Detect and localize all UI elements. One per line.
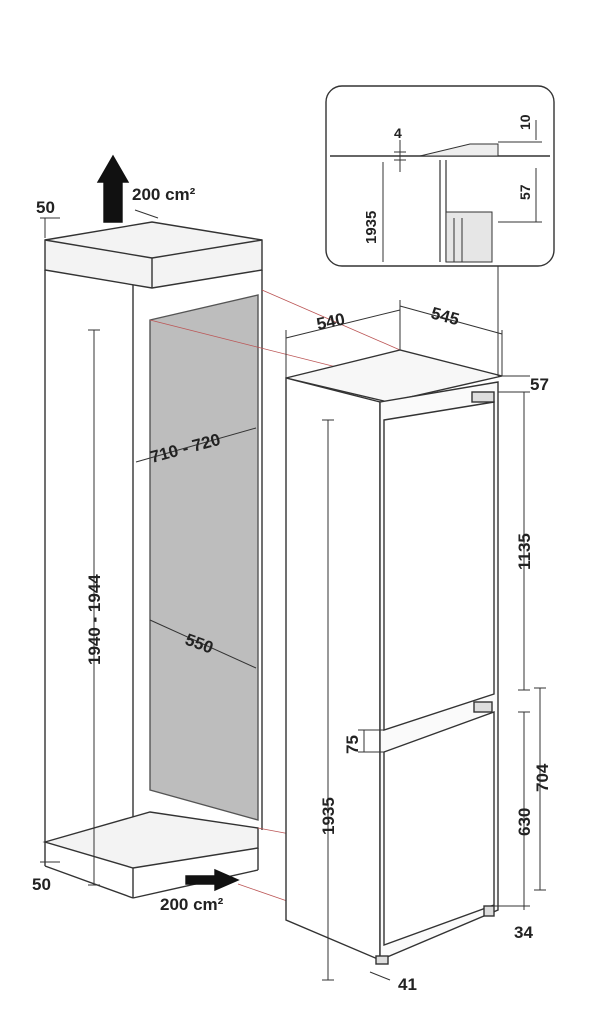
appliance-upper-door-label: 1135 <box>515 533 534 570</box>
niche-vent-bottom-label: 200 cm² <box>160 895 224 914</box>
niche-side-gap-bottom-label: 50 <box>32 875 51 894</box>
detail-height-label: 1935 <box>363 211 380 244</box>
niche-cabinet <box>42 154 263 899</box>
appliance-dimensions <box>285 262 546 981</box>
niche-height-label: 1940 - 1944 <box>85 574 104 665</box>
detail-gap-right-label: 10 <box>517 114 533 130</box>
detail-inset <box>325 85 555 267</box>
detail-gap-top-label: 4 <box>394 125 402 141</box>
appliance-foot-label: 34 <box>514 923 533 942</box>
appliance-total-height-label: 1935 <box>319 797 338 835</box>
niche-dimensions <box>40 209 401 903</box>
appliance-width-label: 545 <box>429 304 461 330</box>
appliance-body <box>285 349 503 965</box>
niche-side-gap-top-label: 50 <box>36 198 55 217</box>
detail-offset-label: 57 <box>517 184 533 200</box>
appliance-gap-label: 75 <box>343 735 362 754</box>
appliance-depth-label: 540 <box>315 309 347 333</box>
appliance-lower-a-label: 704 <box>533 763 552 792</box>
appliance-lower-b-label: 630 <box>515 808 534 836</box>
appliance-base-depth-label: 41 <box>398 975 417 994</box>
appliance-top-offset-label: 57 <box>530 375 549 394</box>
niche-vent-top-label: 200 cm² <box>132 185 196 204</box>
